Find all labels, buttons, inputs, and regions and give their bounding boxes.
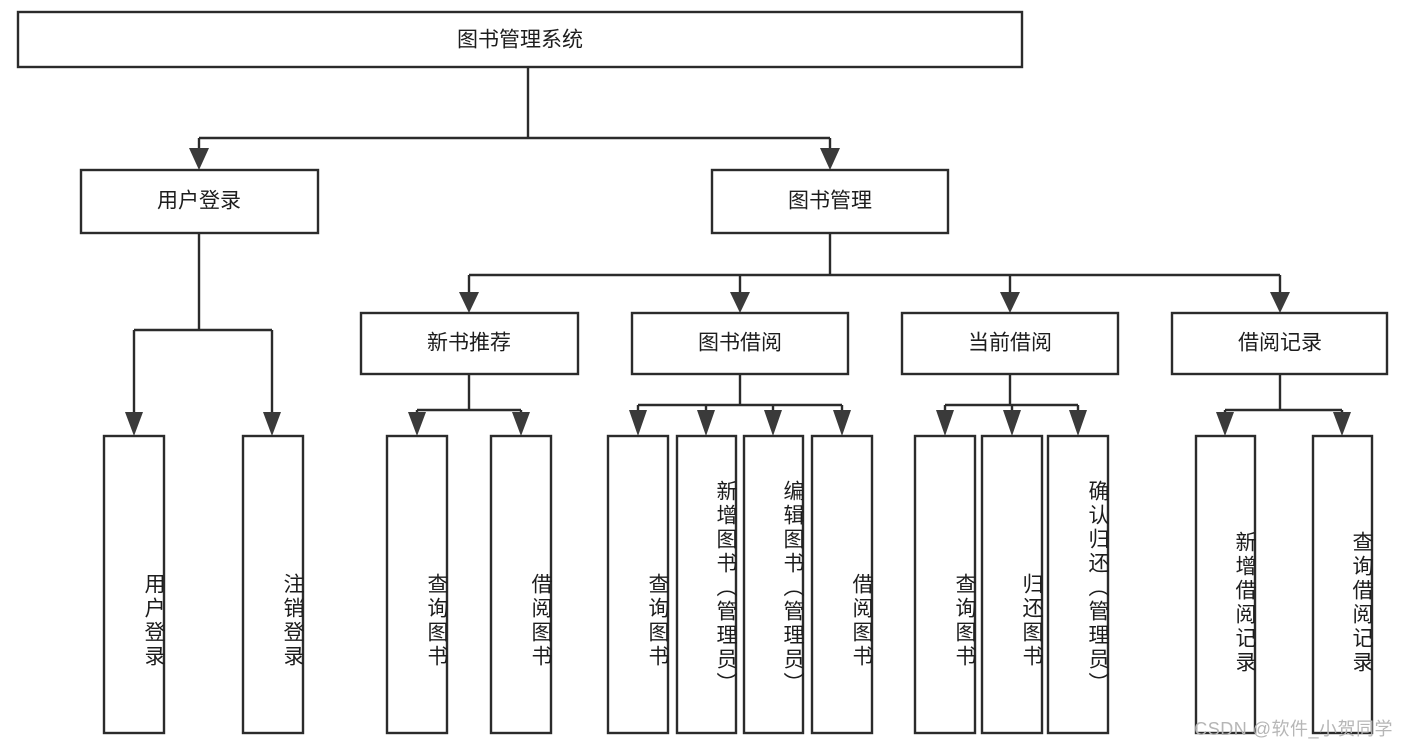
arrow-head-leaf-user-login — [125, 412, 143, 436]
node-book-borrow[interactable]: 图书借阅 — [630, 311, 850, 376]
node-user-login-box[interactable] — [79, 168, 320, 235]
arrow-head-leaf-query-book-2 — [629, 410, 647, 436]
node-leaf-query-book-1-box[interactable] — [385, 434, 449, 735]
node-root-label: 图书管理系统 — [457, 29, 583, 52]
node-current-borrow[interactable]: 当前借阅 — [900, 311, 1120, 376]
node-current-borrow-label: 当前借阅 — [968, 332, 1052, 355]
node-user-login[interactable]: 用户登录 — [79, 168, 320, 235]
connector-group-book-management — [459, 233, 1290, 313]
node-leaf-query-book-3-box[interactable] — [913, 434, 977, 735]
node-new-book-recommend[interactable]: 新书推荐 — [359, 311, 580, 376]
connector-group-new-book-recommend — [408, 374, 530, 436]
node-new-book-recommend-label: 新书推荐 — [427, 332, 511, 355]
node-leaf-add-book-box[interactable] — [675, 434, 738, 735]
node-leaf-borrow-book-2-box[interactable] — [810, 434, 874, 735]
node-book-borrow-label: 图书借阅 — [698, 332, 782, 355]
node-book-borrow-box[interactable] — [630, 311, 850, 376]
node-borrow-record-box[interactable] — [1170, 311, 1389, 376]
arrow-head-user-login — [189, 148, 209, 170]
node-current-borrow-box[interactable] — [900, 311, 1120, 376]
connector-group-current-borrow — [936, 374, 1087, 436]
node-leaf-logout-login-box[interactable] — [241, 434, 305, 735]
node-borrow-record-label: 借阅记录 — [1238, 332, 1322, 355]
node-leaf-edit-book-box[interactable] — [742, 434, 805, 735]
connector-group-book-borrow — [629, 374, 851, 436]
connector-group-user-login — [125, 233, 281, 436]
connector-group-root — [189, 67, 840, 170]
arrow-head-borrow-record — [1270, 292, 1290, 313]
csdn-watermark: CSDN @软件_小贺同学 — [1194, 719, 1393, 739]
arrow-head-current-borrow — [1000, 292, 1020, 313]
node-leaf-borrow-book-1-box[interactable] — [489, 434, 553, 735]
node-leaf-return-book-box[interactable] — [980, 434, 1044, 735]
arrow-head-leaf-query-book-3 — [936, 410, 954, 436]
arrow-head-new-book-recommend — [459, 292, 479, 313]
node-borrow-record[interactable]: 借阅记录 — [1170, 311, 1389, 376]
arrow-head-leaf-borrow-book-2 — [833, 410, 851, 436]
node-root[interactable]: 图书管理系统 — [16, 10, 1024, 69]
node-book-management[interactable]: 图书管理 — [710, 168, 950, 235]
arrow-head-book-management — [820, 148, 840, 170]
node-leaf-add-record-box[interactable] — [1194, 434, 1257, 735]
node-book-management-box[interactable] — [710, 168, 950, 235]
arrow-head-leaf-query-book-1 — [408, 412, 426, 436]
arrow-head-leaf-return-book — [1003, 410, 1021, 436]
arrow-head-leaf-query-record — [1333, 412, 1351, 436]
node-root-box[interactable] — [16, 10, 1024, 69]
arrow-head-book-borrow — [730, 292, 750, 313]
node-leaf-confirm-return-box[interactable] — [1046, 434, 1110, 735]
connector-group-borrow-record — [1216, 374, 1351, 436]
node-book-management-label: 图书管理 — [788, 190, 872, 213]
node-leaf-query-record-box[interactable] — [1311, 434, 1374, 735]
node-new-book-recommend-box[interactable] — [359, 311, 580, 376]
arrow-head-leaf-confirm-return — [1069, 410, 1087, 436]
arrow-head-leaf-add-record — [1216, 412, 1234, 436]
node-leaf-user-login-box[interactable] — [102, 434, 166, 735]
arrow-head-leaf-edit-book — [764, 410, 782, 436]
node-user-login-label: 用户登录 — [157, 190, 241, 213]
node-leaf-query-book-2-box[interactable] — [606, 434, 670, 735]
arrow-head-leaf-borrow-book-1 — [512, 412, 530, 436]
arrow-head-leaf-add-book — [697, 410, 715, 436]
arrow-head-leaf-logout-login — [263, 412, 281, 436]
